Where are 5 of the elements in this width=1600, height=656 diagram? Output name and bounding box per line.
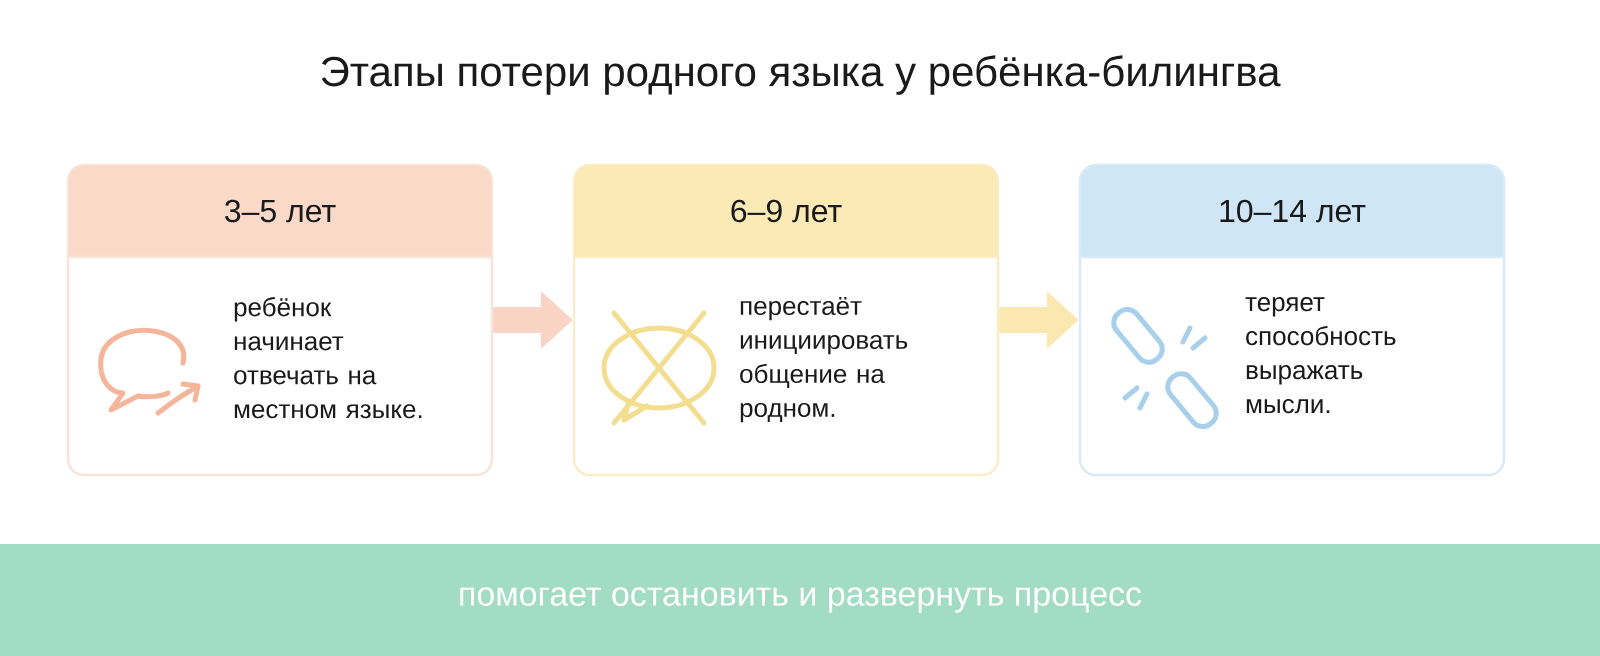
footer-banner: помогает остановить и развернуть процесс: [0, 544, 1600, 656]
title: Этапы потери родного языка у ребёнка-билингва: [321, 55, 1281, 95]
stage-card: 6–9 лет перестаёт инициировать общение на родном.: [572, 163, 1000, 477]
stage-card: 3–5 лет ребёнок начинает отвечать на местном языке.: [66, 163, 494, 477]
stage-card: 10–14 лет теряет способность выражать мысли.: [1078, 163, 1506, 477]
